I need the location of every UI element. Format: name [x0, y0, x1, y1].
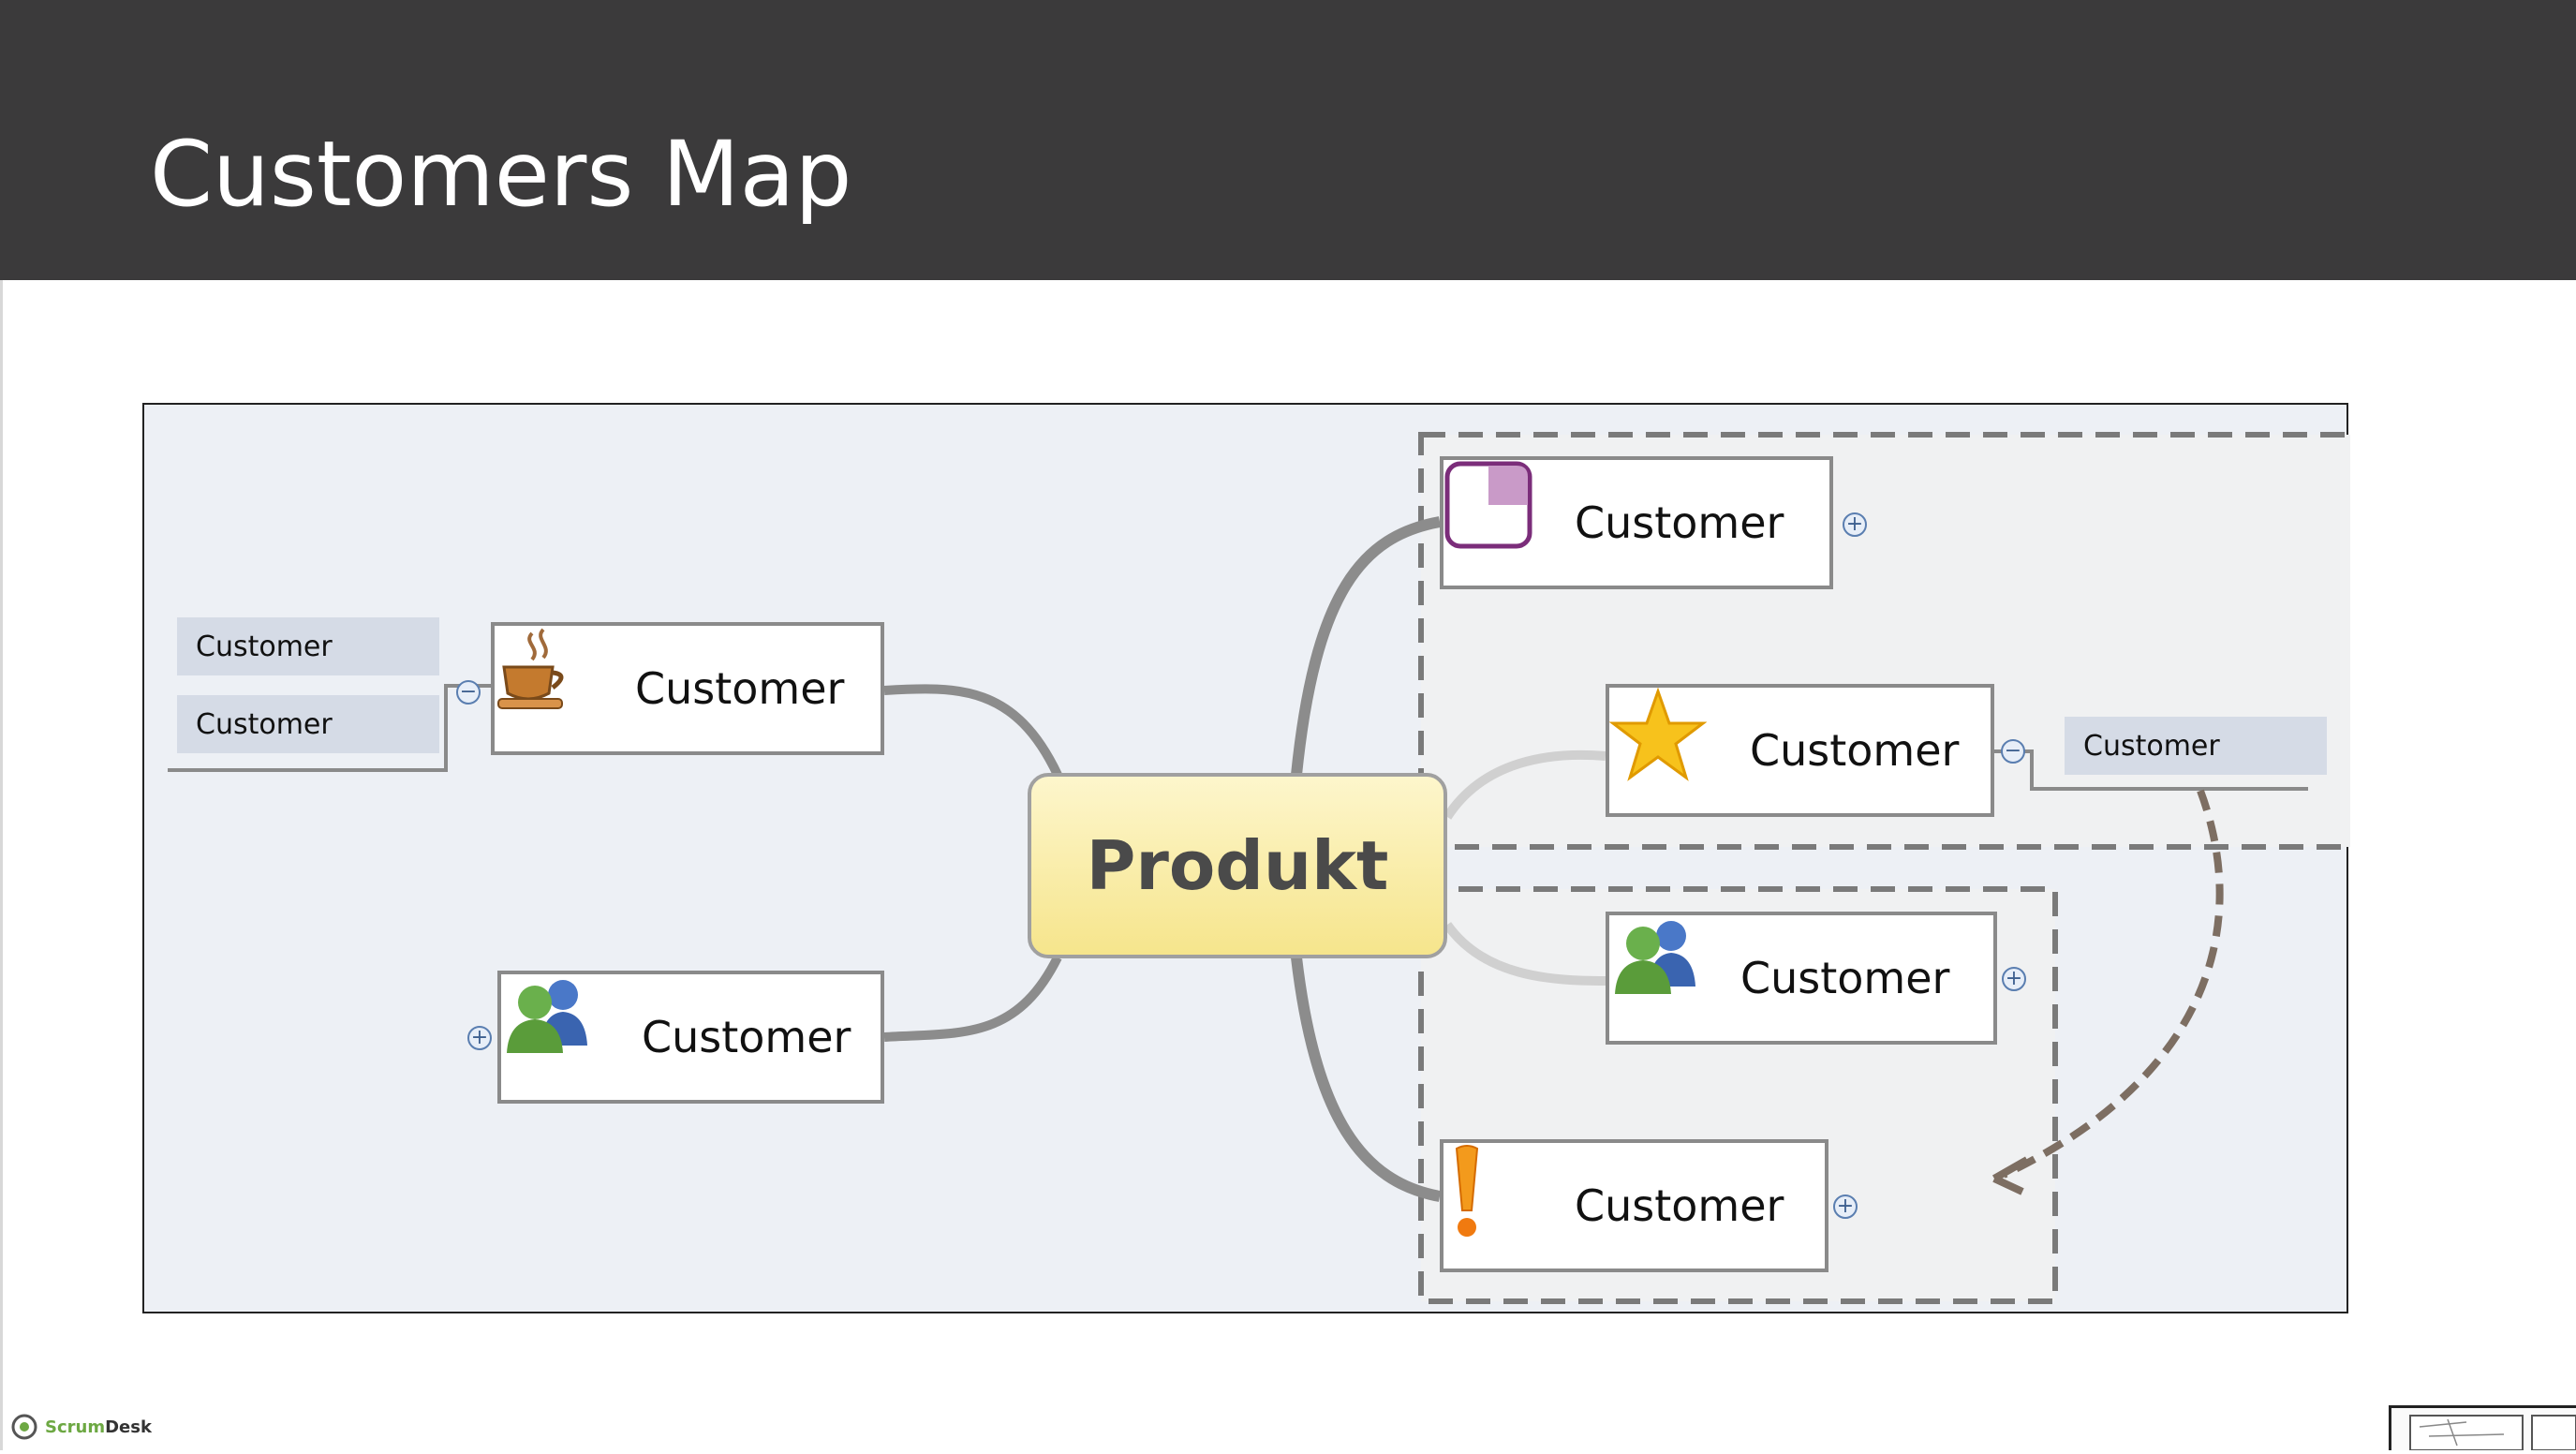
mind-map-canvas: Customer Customer − Customer + Customer	[142, 403, 2350, 1313]
topic-star[interactable]: Customer	[1606, 684, 1994, 817]
expand-toggle-users-left[interactable]: +	[467, 1026, 492, 1050]
slide-header: Customers Map	[0, 0, 2576, 280]
topic-users-right[interactable]: Customer	[1606, 912, 1997, 1045]
subtopic-left-2[interactable]: Customer	[177, 695, 439, 753]
branch-pie	[1291, 516, 1442, 776]
branch-users-right	[1443, 922, 1606, 986]
topic-pie[interactable]: Customer	[1440, 456, 1833, 589]
slide-thumbnail[interactable]	[2389, 1405, 2576, 1451]
branch-coffee	[883, 684, 1062, 778]
expand-toggle-pie[interactable]: +	[1843, 512, 1867, 537]
scrumdesk-logo-icon	[11, 1414, 37, 1440]
collapse-toggle-star[interactable]: −	[2001, 739, 2025, 764]
logo-text: ScrumDesk	[45, 1417, 152, 1437]
scrumdesk-logo: ScrumDesk	[11, 1413, 152, 1441]
topic-label: Customer	[1575, 1180, 1784, 1231]
relationship-arrowhead	[1992, 1156, 2029, 1195]
relationship-arrow	[2002, 789, 2224, 1179]
central-topic-label: Produkt	[1086, 826, 1389, 905]
slide-edge	[0, 280, 3, 1450]
topic-coffee[interactable]: Customer	[491, 622, 884, 755]
subtopic-right[interactable]: Customer	[2065, 717, 2327, 775]
collapse-toggle-left[interactable]: −	[456, 680, 481, 705]
expand-toggle-users-right[interactable]: +	[2002, 967, 2026, 991]
topic-label: Customer	[1740, 953, 1950, 1003]
branch-exclamation	[1291, 957, 1442, 1202]
topic-users-left[interactable]: Customer	[497, 971, 884, 1104]
topic-label: Customer	[1750, 725, 1960, 776]
subtopic-left-1[interactable]: Customer	[177, 617, 439, 675]
topic-label: Customer	[1575, 497, 1784, 548]
thumbnail-preview	[2409, 1415, 2576, 1451]
slide-title: Customers Map	[150, 122, 852, 227]
branch-users-left	[883, 955, 1062, 1042]
expand-toggle-exclamation[interactable]: +	[1833, 1194, 1858, 1219]
topic-label: Customer	[642, 1012, 851, 1062]
branch-star	[1443, 749, 1606, 820]
central-topic[interactable]: Produkt	[1028, 773, 1447, 958]
topic-label: Customer	[635, 663, 845, 714]
topic-exclamation[interactable]: Customer	[1440, 1139, 1828, 1272]
